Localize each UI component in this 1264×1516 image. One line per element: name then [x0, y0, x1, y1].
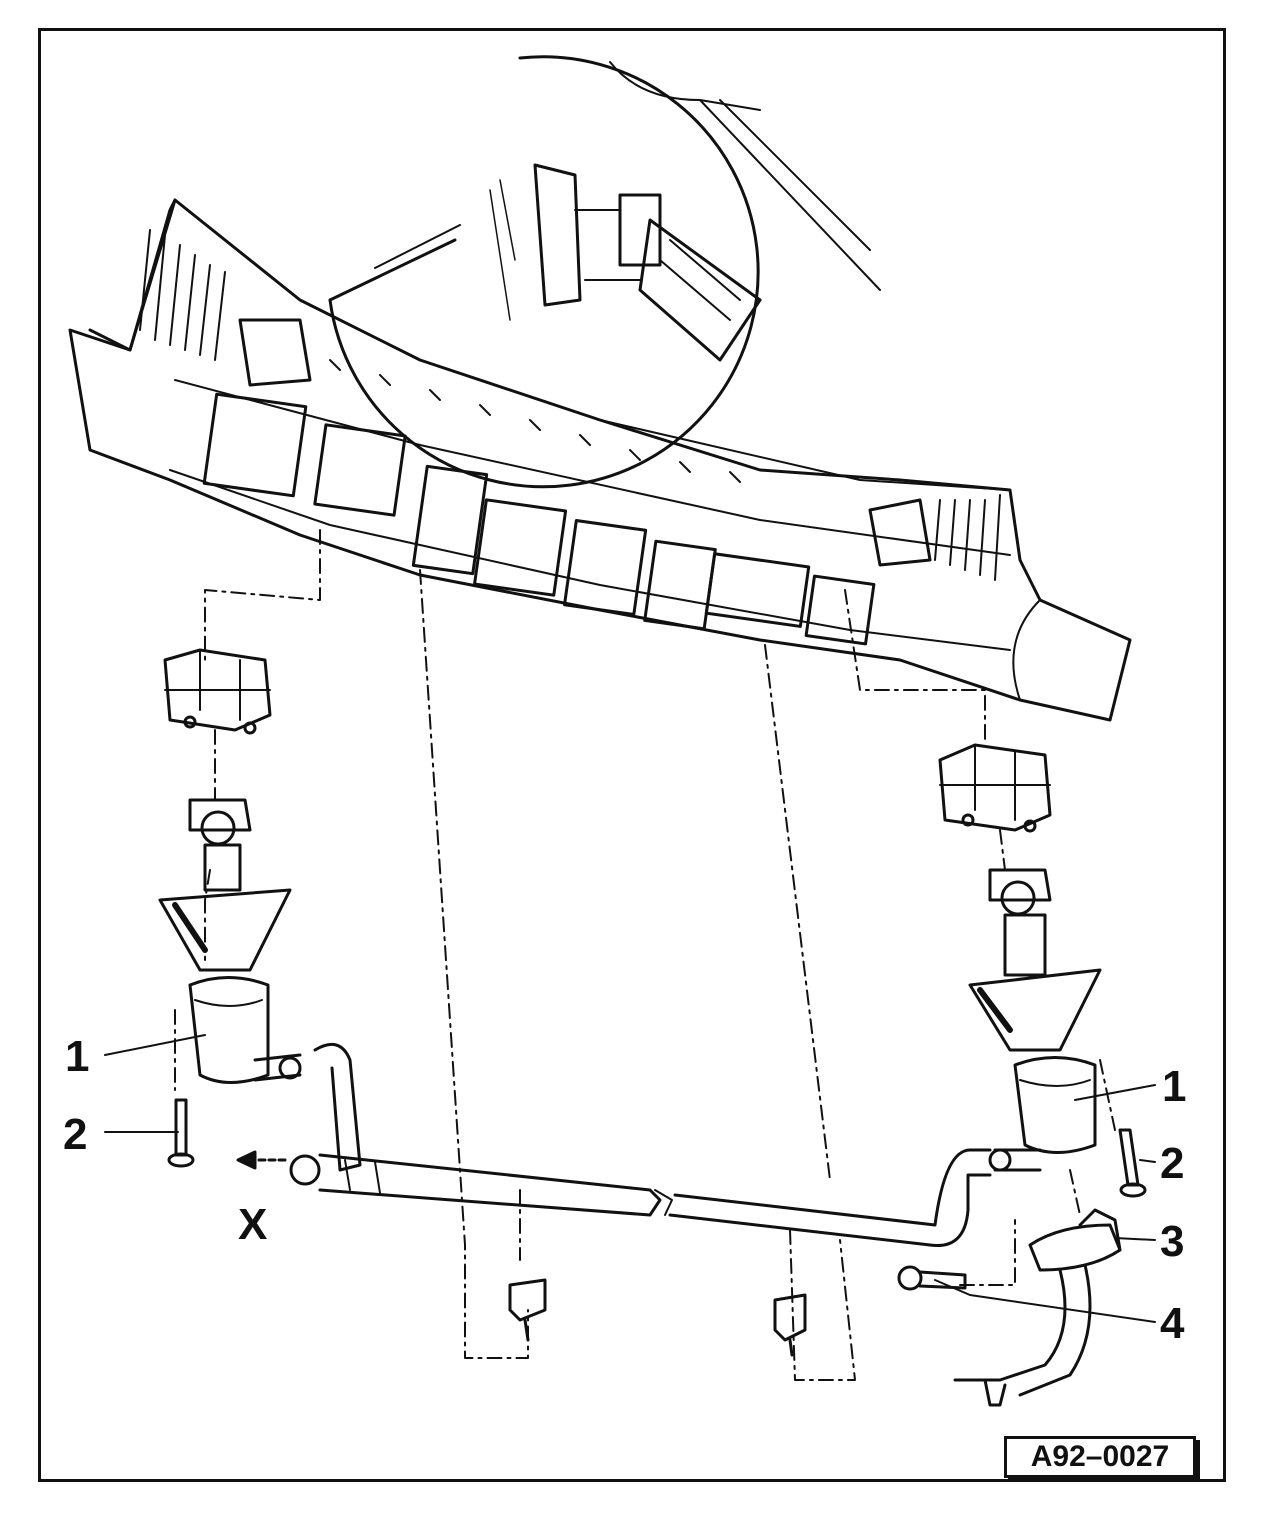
callout-left-screw: 2	[63, 1110, 88, 1159]
callout-bolt: 4	[1160, 1299, 1185, 1348]
bracket-bolt	[897, 1265, 967, 1291]
bumper-carrier	[68, 198, 1132, 722]
callout-bracket: 3	[1160, 1217, 1185, 1266]
left-screw	[167, 1098, 195, 1168]
figure-id-label: A92–0027	[1004, 1436, 1196, 1478]
callout-right-screw: 2	[1160, 1139, 1185, 1188]
assembly-lines	[174, 529, 1116, 1381]
direction-label: X	[238, 1200, 268, 1249]
diagram-frame	[38, 28, 1226, 1482]
left-washer-pump	[158, 798, 362, 1172]
hose-bracket	[953, 1208, 1122, 1407]
right-mounting-bracket	[938, 743, 1052, 833]
callout-left-pump: 1	[65, 1032, 90, 1081]
direction-arrow	[236, 1150, 287, 1170]
right-washer-pump	[968, 868, 1102, 1172]
right-screw	[1118, 1128, 1147, 1198]
leader-lines	[104, 1034, 1156, 1323]
washer-hose	[289, 1148, 992, 1248]
left-mounting-bracket	[163, 648, 272, 735]
callout-right-pump: 1	[1162, 1062, 1187, 1111]
left-hose-clip	[508, 1278, 547, 1342]
right-hose-clip	[773, 1293, 807, 1357]
